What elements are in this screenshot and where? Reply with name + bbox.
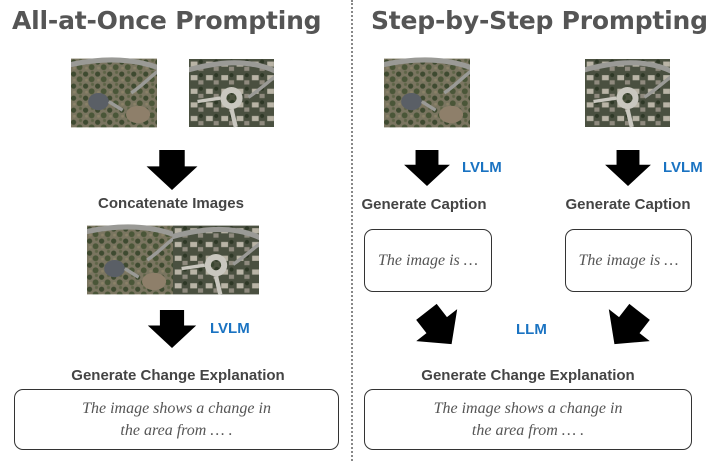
left-title: All-at-Once Prompting: [12, 6, 322, 35]
output-box-right: The image shows a change in the area fro…: [364, 389, 692, 450]
after-image-left: [189, 52, 274, 134]
caption-text-a: The image is …: [378, 251, 478, 269]
arrow-down-icon: [605, 150, 651, 186]
generate-caption-label-b: Generate Caption: [565, 196, 691, 213]
arrow-down-icon: [146, 150, 198, 190]
generate-caption-label-a: Generate Caption: [361, 196, 487, 213]
lvlm-label-right-b: LVLM: [663, 159, 703, 176]
arrow-down-icon: [404, 150, 450, 186]
llm-label: LLM: [516, 321, 547, 338]
generate-change-explanation-label-right: Generate Change Explanation: [421, 367, 635, 384]
caption-box-b: The image is …: [565, 229, 692, 292]
right-title: Step-by-Step Prompting: [371, 6, 708, 35]
output-line: the area from … .: [471, 421, 585, 439]
lvlm-label-left: LVLM: [210, 320, 250, 337]
arrow-down-icon: [147, 310, 197, 348]
panel-divider: [351, 0, 353, 461]
output-line: the area from … .: [120, 421, 233, 439]
output-box-left: The image shows a change in the area fro…: [14, 389, 339, 450]
arrow-diagonal-down-left-icon: [596, 300, 658, 356]
output-line: The image shows a change in: [433, 399, 623, 417]
before-image-right: [384, 52, 470, 134]
caption-text-b: The image is …: [578, 251, 679, 269]
caption-box-a: The image is …: [364, 229, 492, 292]
output-line: The image shows a change in: [82, 399, 271, 417]
concatenate-images-label: Concatenate Images: [98, 195, 244, 212]
after-image-right: [585, 52, 670, 134]
generate-change-explanation-label-left: Generate Change Explanation: [71, 367, 285, 384]
concatenated-image: [87, 218, 259, 302]
before-image-left: [71, 52, 157, 134]
lvlm-label-right-a: LVLM: [462, 159, 502, 176]
arrow-diagonal-down-right-icon: [408, 300, 470, 356]
